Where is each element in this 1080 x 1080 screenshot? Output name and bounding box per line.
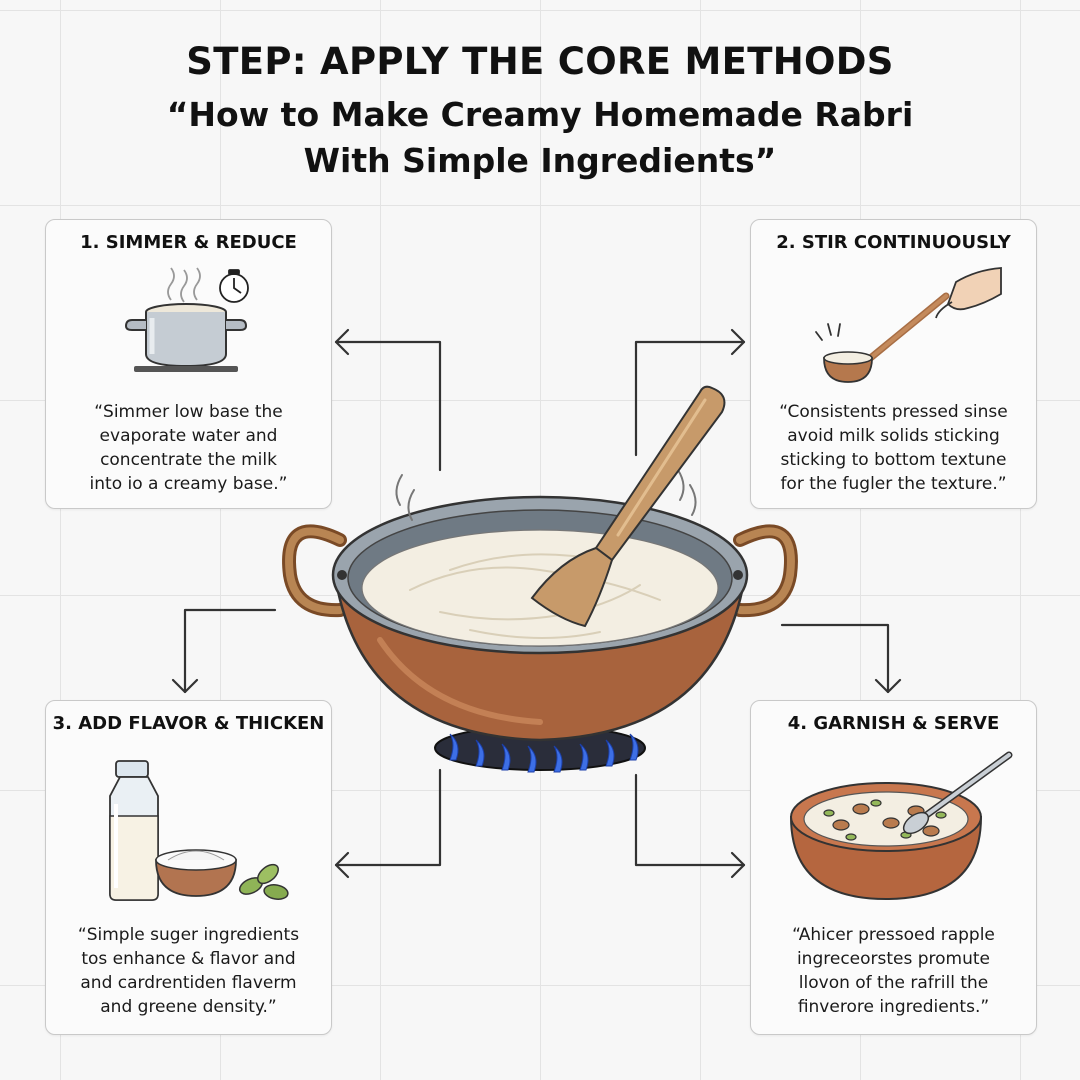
arrow-to-step-4 [780,623,890,694]
arrow-to-step-1-head [334,328,350,356]
milk-sugar-cardamom-icon [109,760,289,901]
arrow-to-step-3 [183,608,277,694]
card-title: 4. GARNISH & SERVE [787,713,1000,734]
arrow-to-step-4-lower-head [730,851,746,879]
step-title: STEP: APPLY THE CORE METHODS [186,40,894,83]
subtitle-line-2: With Simple Ingredients” [303,141,777,180]
hand-ladle-icon [815,267,1002,383]
card-description: “Simple suger ingredients tos enhance & … [77,925,300,1017]
simmering-pot-icon [124,267,249,372]
card-title: 2. STIR CONTINUOUSLY [776,232,1011,253]
card-description: “Simmer low base the evaporate water and… [89,402,288,494]
card-simmer-reduce: 1. SIMMER & REDUCE “Simmer low base the … [45,219,332,509]
arrow-to-step-1 [334,340,442,472]
arrow-to-step-4-head [874,678,902,694]
arrow-to-step-2-head [730,328,746,356]
recipe-subtitle: “How to Make Creamy Homemade Rabri With … [0,92,1080,184]
arrow-to-step-3-lower [334,768,442,867]
rabri-bowl-icon [789,751,1013,901]
arrow-to-step-3-head [171,678,199,694]
header: STEP: APPLY THE CORE METHODS “How to Mak… [0,38,1080,184]
arrow-to-step-2 [634,340,746,457]
card-title: 1. SIMMER & REDUCE [80,232,297,253]
card-description: “Ahicer pressoed rapple ingreceorstes pr… [792,925,995,1017]
card-add-flavor-thicken: 3. ADD FLAVOR & THICKEN “Simple suger in… [45,700,332,1035]
card-stir-continuously: 2. STIR CONTINUOUSLY “Consistents presse… [750,219,1037,509]
burner-flames [434,725,646,773]
card-title: 3. ADD FLAVOR & THICKEN [52,713,325,734]
card-garnish-serve: 4. GARNISH & SERVE “Ahicer pressoed rapp… [750,700,1037,1035]
card-description: “Consistents pressed sinse avoid milk so… [779,402,1008,494]
arrow-to-step-3-lower-head [334,851,350,879]
subtitle-line-1: “How to Make Creamy Homemade Rabri [166,95,914,134]
wooden-spatula [530,385,726,628]
arrow-to-step-4-lower [634,773,746,867]
